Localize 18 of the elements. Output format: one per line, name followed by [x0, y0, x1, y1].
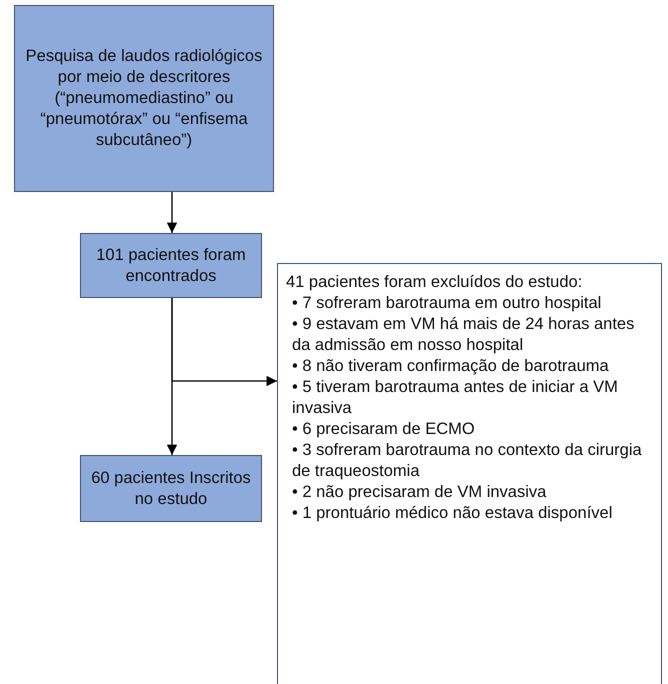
box-text: 101 pacientes foram encontrados: [95, 244, 247, 286]
box-text: 60 pacientes Inscritos no estudo: [90, 468, 252, 510]
exclusion-box: [277, 263, 662, 684]
process-box: [80, 455, 262, 522]
bullet-item: • 7 sofreram barotrauma em outro hospital: [292, 293, 602, 314]
arrow: [166, 192, 178, 233]
box-heading: 41 pacientes foram excluídos do estudo:: [286, 272, 584, 293]
bullet-item: • 5 tiveram barotrauma antes de iniciar a VM invasiva: [292, 377, 619, 419]
box-text: Pesquisa de laudos radiológicos por meio de descritores (“pneumomediastino” ou “pneumotórax” ou “enfisema subcutâneo”): [24, 46, 264, 151]
bullet-item: • 3 sofreram barotrauma no contexto da cirurgia de traqueostomia: [292, 440, 643, 482]
bullet-item: • 1 prontuário médico não estava disponível: [292, 503, 614, 524]
bullet-item: • 8 não tiveram confirmação de barotrauma: [292, 356, 610, 377]
bullet-item: • 9 estavam em VM há mais de 24 horas antes da admissão em nosso hospital: [292, 314, 636, 356]
bullet-item: • 2 não precisaram de VM invasiva: [292, 482, 548, 503]
arrow: [171, 298, 277, 386]
process-box: [14, 5, 274, 192]
process-box: [80, 233, 262, 298]
bullet-item: • 6 precisaram de ECMO: [292, 419, 476, 440]
